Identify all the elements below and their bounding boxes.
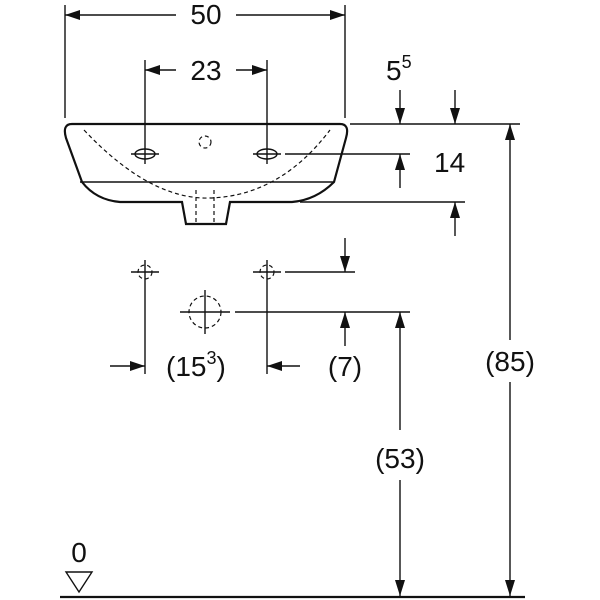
waste-connection-icon (180, 290, 230, 334)
svg-text:55: 55 (386, 52, 412, 86)
dimension-waste-spacing: (153) (110, 284, 300, 382)
floor-level-marker: 0 (60, 537, 525, 599)
dimension-tap-hole-spacing: 23 (144, 54, 268, 144)
dimension-rim-to-tap-holes: 14 (285, 147, 465, 236)
rim-offset-superscript: 5 (402, 52, 412, 72)
dimension-overall-width: 50 (64, 0, 346, 118)
svg-text:(153): (153) (166, 348, 226, 382)
supply-connection-left-icon (131, 260, 159, 284)
floor-level-triangle-icon (64, 571, 94, 594)
washbasin-outline (63, 122, 349, 226)
waste-spacing-close: ) (216, 351, 225, 382)
rim-to-tap-holes-label: 14 (434, 147, 465, 178)
dimension-rim-height: (85) (485, 124, 535, 596)
supply-connection-right-icon (253, 260, 281, 284)
rim-offset-label: 5 (386, 55, 402, 86)
floor-level-label: 0 (71, 537, 87, 568)
dimension-waste-drop: (7) (235, 238, 410, 382)
waste-drop-label: (7) (328, 351, 362, 382)
waste-spacing-superscript: 3 (206, 348, 216, 368)
tap-hole-left-icon (131, 144, 159, 164)
tap-hole-right-icon (253, 144, 281, 164)
tap-hole-spacing-label: 23 (190, 55, 221, 86)
dimension-waste-height: (53) (375, 312, 425, 596)
dimension-rim-offset: 55 (350, 52, 520, 125)
rim-height-label: (85) (485, 346, 535, 377)
waste-height-label: (53) (375, 443, 425, 474)
waste-spacing-label: (15 (166, 351, 206, 382)
overall-width-label: 50 (190, 0, 221, 30)
